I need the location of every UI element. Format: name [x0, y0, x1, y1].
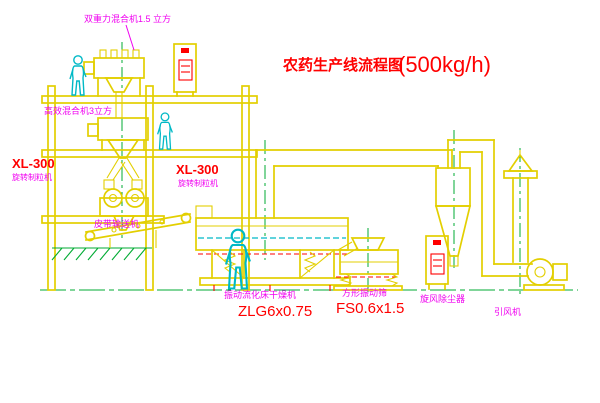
- note-leader-line: [125, 24, 135, 51]
- label-sieve-name: 方形振动筛: [342, 287, 387, 298]
- centerlines: [121, 42, 521, 298]
- induced-draft-fan: [523, 258, 568, 291]
- ground-hatch: [51, 247, 152, 261]
- label-granulator-left-name: 旋转制粒机: [12, 172, 52, 182]
- rotary-granulator: [99, 179, 149, 231]
- building-frame: [41, 85, 258, 291]
- fluidbed-dryer: [195, 205, 351, 291]
- cyclone-separator: [434, 139, 533, 277]
- label-granulator-right-name: 旋转制粒机: [178, 178, 218, 188]
- exhaust-duct: [255, 149, 453, 219]
- vibrating-sieve: [333, 237, 403, 291]
- label-dryer-model: ZLG6x0.75: [238, 303, 312, 320]
- exhaust-stack: [503, 150, 538, 263]
- label-cyclone-name: 旋风除尘器: [420, 293, 465, 304]
- control-cabinet-upper: [173, 43, 197, 97]
- label-belt-conveyor: 皮带输送机: [94, 218, 139, 229]
- high-efficiency-mixer: [87, 117, 149, 181]
- label-top-mixer-note: 双重力混合机1.5 立方: [84, 13, 171, 24]
- label-second-mixer-note: 高效混合机3立方: [44, 105, 112, 116]
- human-figure-2: [156, 112, 174, 150]
- control-cabinet-lower: [425, 235, 449, 290]
- label-fan-name: 引风机: [494, 306, 521, 317]
- label-dryer-name: 振动流化床干燥机: [224, 289, 296, 300]
- belt-conveyor: [84, 212, 192, 248]
- gravity-mixer: [83, 49, 145, 118]
- drawing-title: 农药生产线流程图: [282, 56, 403, 74]
- label-granulator-left-model: XL-300: [12, 156, 55, 171]
- label-granulator-right-model: XL-300: [176, 162, 219, 177]
- drawing-title-capacity: (500kg/h): [398, 52, 491, 77]
- label-sieve-model: FS0.6x1.5: [336, 300, 404, 317]
